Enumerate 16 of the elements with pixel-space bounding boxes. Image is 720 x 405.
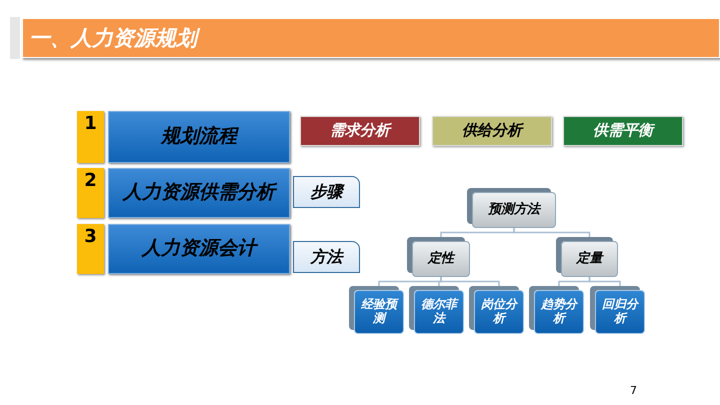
number-badge: 3	[77, 224, 104, 274]
connector-line	[588, 277, 621, 286]
connector-line	[513, 228, 590, 237]
tab-label: 步骤	[293, 176, 360, 208]
step-box: 人力资源供需分析	[108, 168, 290, 218]
page-number: 7	[630, 384, 637, 397]
category-box: 供给分析	[432, 116, 552, 146]
number-badge: 1	[77, 111, 104, 163]
title-bar: 一、人力资源规划	[22, 18, 720, 58]
number-badge: 2	[77, 168, 104, 218]
connector-line	[440, 277, 500, 286]
step-box: 规划流程	[108, 111, 290, 163]
category-box: 需求分析	[300, 116, 420, 146]
step-box: 人力资源会计	[108, 224, 290, 274]
category-box: 供需平衡	[563, 116, 683, 146]
tab-label: 方法	[293, 241, 360, 273]
